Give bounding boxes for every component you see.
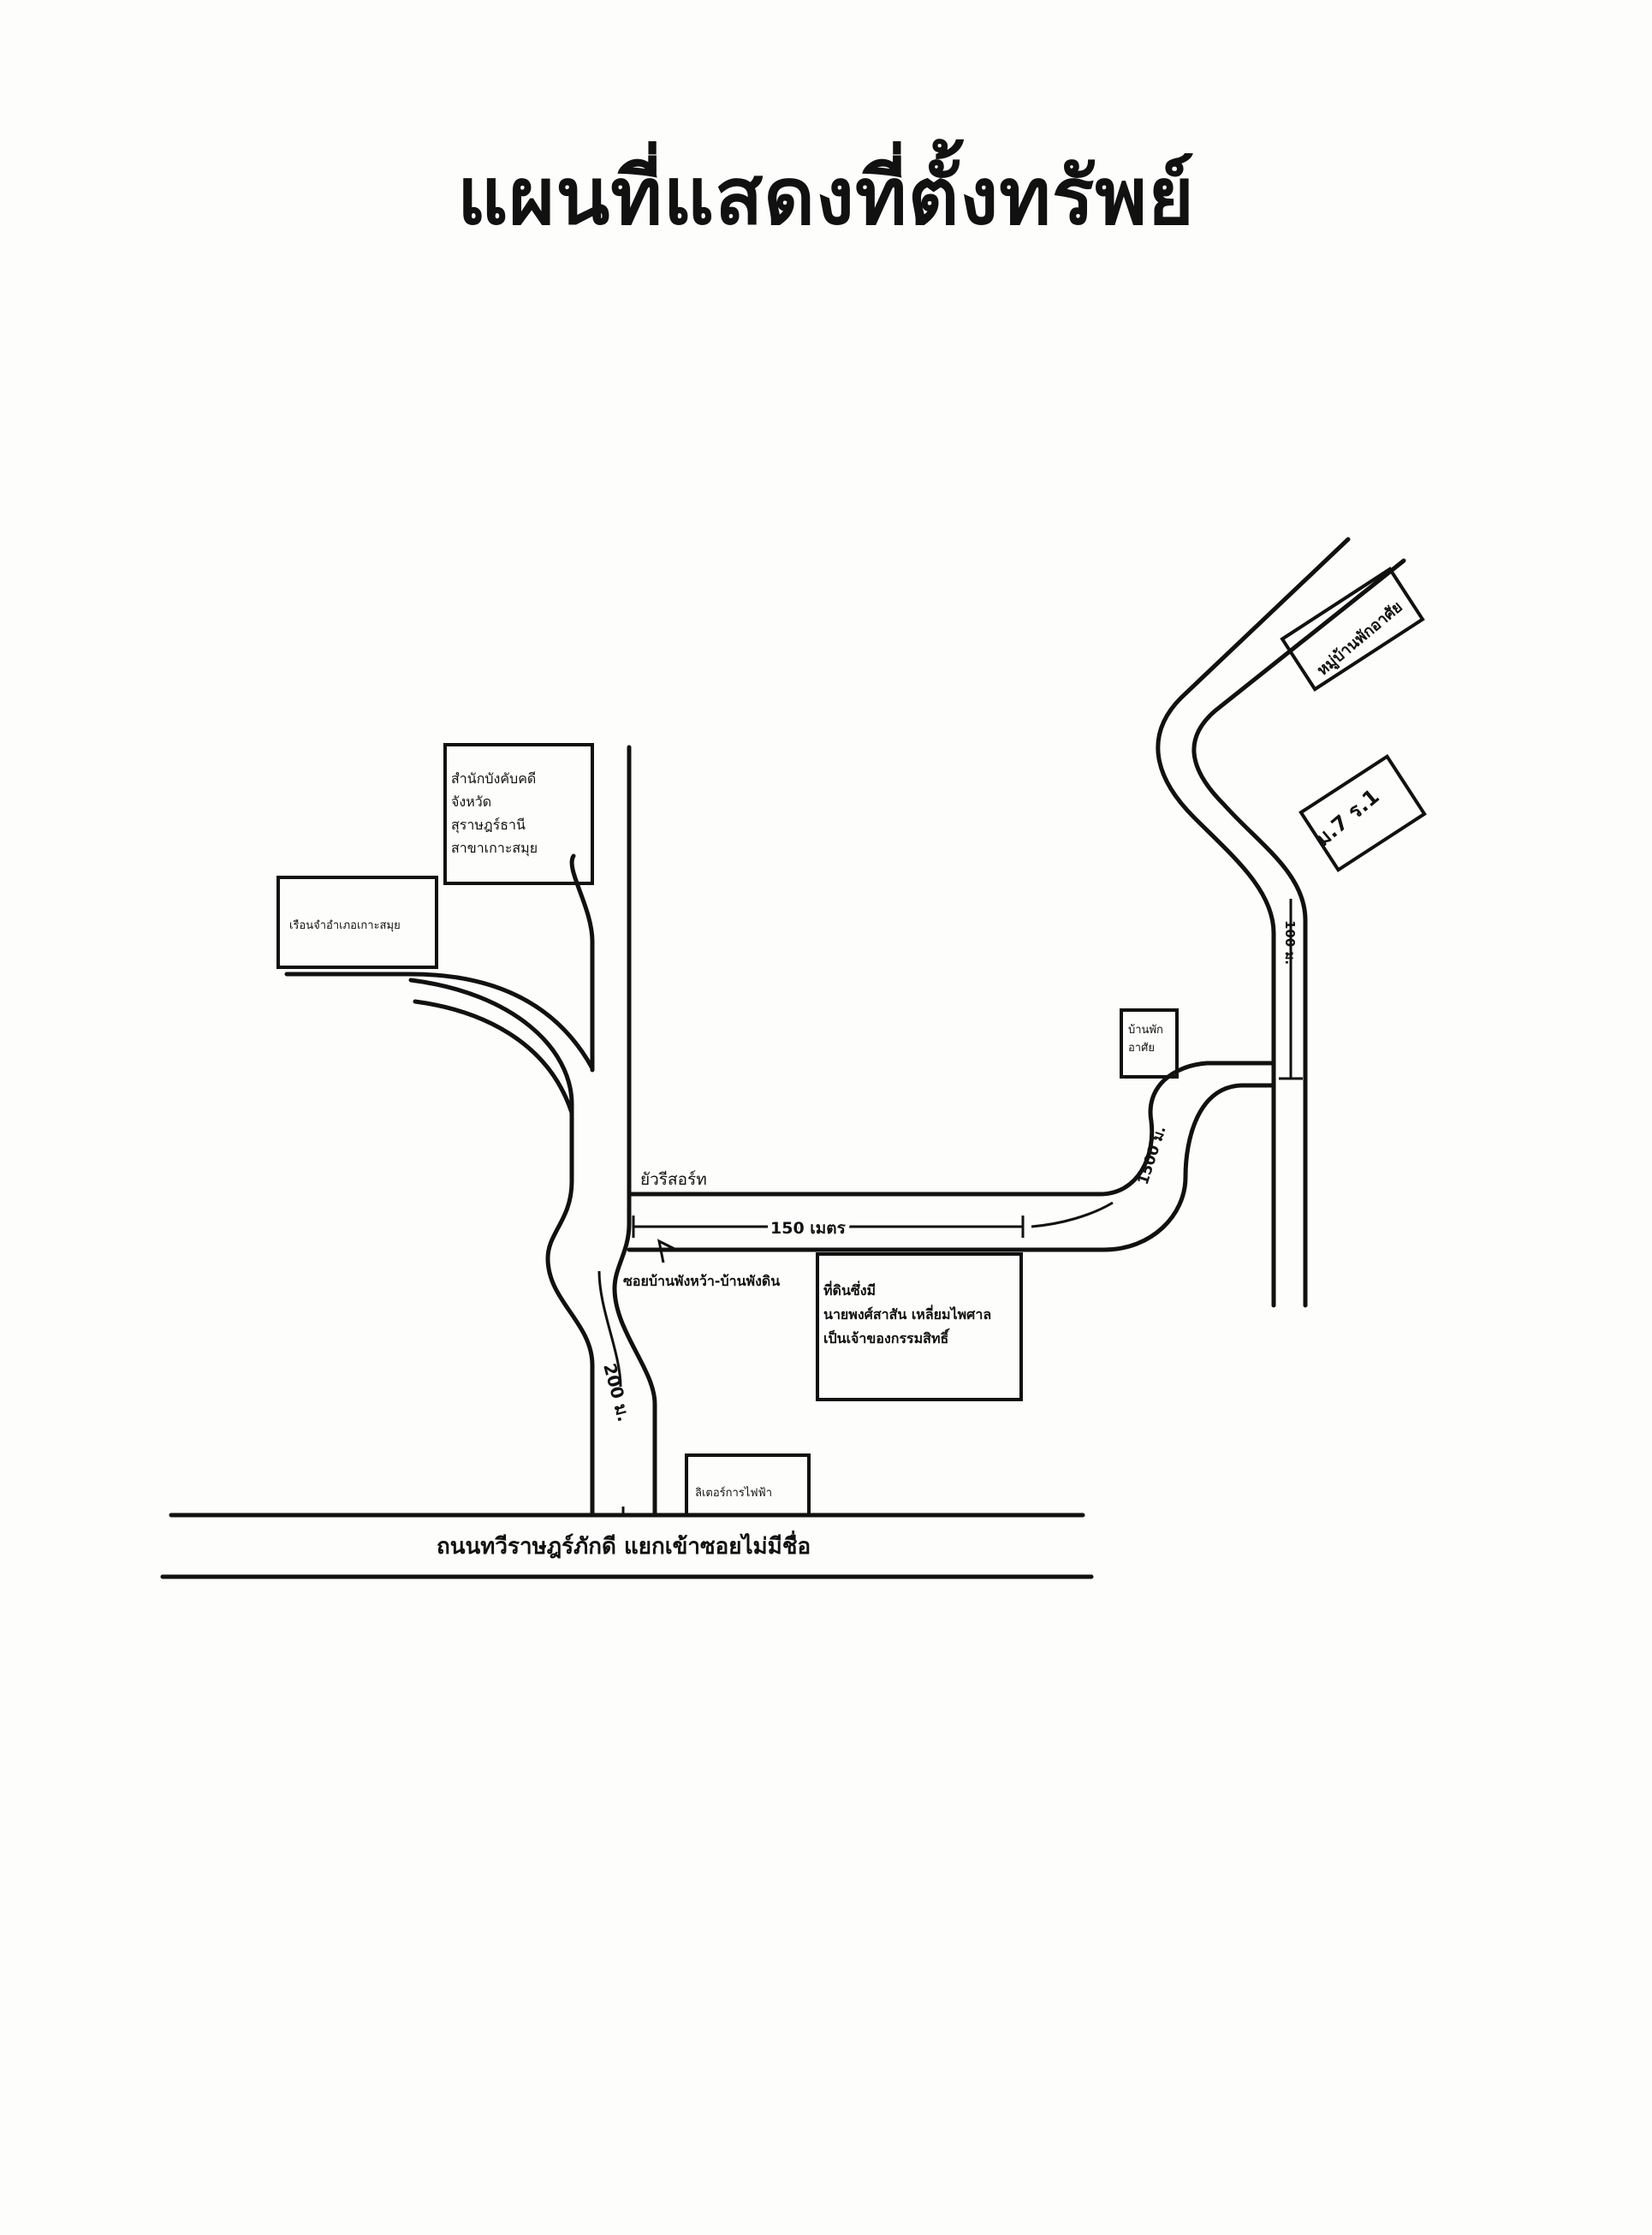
main-road-label: ถนนทวีราษฎร์ภักดี แยกเข้าซอยไม่มีชื่อ xyxy=(437,1530,811,1560)
hardware-shop-label: ลิเตอร์การไฟฟ้า xyxy=(695,1486,772,1500)
legal-office-label: สำนักบังคับคดี จังหวัด สุราษฎร์ธานี สาขา… xyxy=(451,770,540,857)
distance-150-label: 150 เมตร xyxy=(770,1219,847,1238)
resort-label: ยัวรีสอร์ท xyxy=(640,1170,707,1189)
prison-road-top xyxy=(284,972,595,1071)
distance-200-label: 200 ม. xyxy=(599,1361,634,1424)
soi-left-edge xyxy=(408,978,595,1518)
legal-office-box xyxy=(443,743,594,885)
property-label: ที่ดินซึ่งมี นายพงศ์สาสัน เหลี่ยมไพศาล เ… xyxy=(823,1281,996,1346)
soi-right-edge xyxy=(612,745,657,1518)
property-plot xyxy=(816,1252,1023,1401)
north-road-left-edge xyxy=(1156,537,1351,1308)
hardware-shop-box xyxy=(685,1453,811,1517)
residence-label: บ้านพัก อาศัย xyxy=(1128,1024,1167,1055)
prison-box xyxy=(276,876,438,969)
residence-box xyxy=(1120,1008,1179,1079)
map-title: แผนที่แสดงที่ตั้งทรัพย์ xyxy=(457,151,1195,242)
house-no-label: ม.7 ร.1 xyxy=(1310,784,1384,851)
distance-1500-label: 1500 ม. xyxy=(1135,1124,1170,1187)
house-no-box xyxy=(1298,754,1427,872)
soi-label: ซอยบ้านพังหว้า-บ้านพังดิน xyxy=(623,1273,780,1289)
distance-100-label: 100 ม. xyxy=(1282,920,1298,965)
east-road-top-edge xyxy=(627,1061,1276,1197)
prison-label: เรือนจำอำเภอเกาะสมุย xyxy=(289,918,401,932)
north-road-right-edge xyxy=(1191,558,1406,1308)
village-box xyxy=(1280,567,1425,692)
east-road-bottom-edge xyxy=(627,1083,1276,1252)
prison-road-bottom xyxy=(413,999,574,1115)
